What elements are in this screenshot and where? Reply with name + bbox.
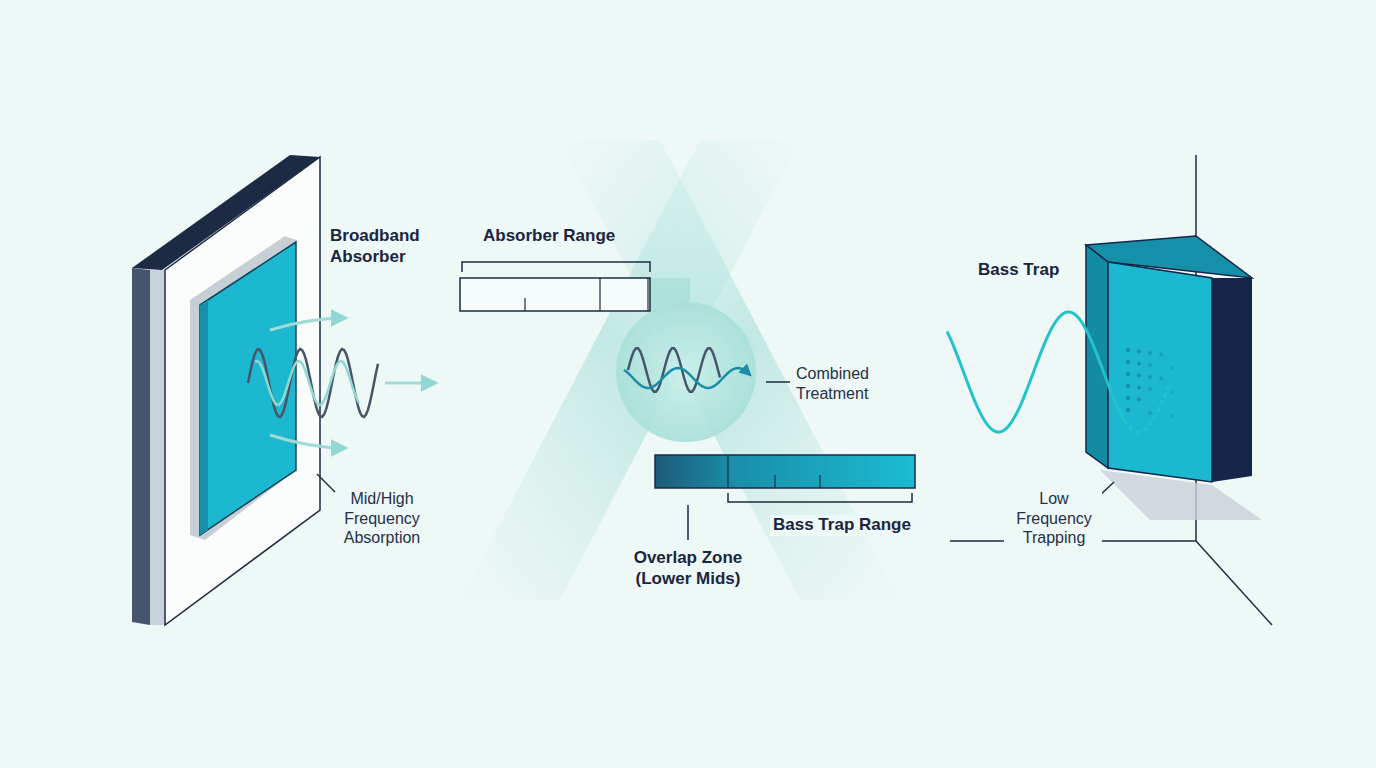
bass-trap <box>1148 351 1152 355</box>
absorber-panel <box>165 157 320 625</box>
bass-trap <box>1148 411 1152 415</box>
absorber-range-bar <box>460 262 690 311</box>
sound-waves <box>270 318 345 330</box>
bass-trap <box>1108 262 1212 482</box>
absorber-range-bar <box>524 298 525 311</box>
bass-range-bar <box>774 475 775 488</box>
bass-trap <box>1126 348 1174 418</box>
bass-trap <box>1126 384 1130 388</box>
bass-trap <box>947 312 1127 432</box>
absorber-panel <box>200 242 296 535</box>
bass-trap <box>1137 349 1141 353</box>
sound-waves <box>385 382 435 385</box>
bass-trap <box>1126 348 1130 352</box>
part-label: Broadband Absorber <box>330 226 440 267</box>
bass-range-bar <box>655 455 915 488</box>
bass-trap <box>1098 540 1196 542</box>
bass-trap <box>1137 373 1141 377</box>
bass-range-bar <box>727 455 728 488</box>
beams <box>460 140 800 600</box>
bass-range-bar <box>728 493 912 502</box>
bass-range-bar <box>819 475 820 488</box>
callout-label: Mid/High Frequency Absorption <box>322 489 442 548</box>
bass-trap <box>1126 360 1130 364</box>
bass-trap <box>1148 387 1152 391</box>
bass-trap <box>950 540 1004 542</box>
bass-trap <box>1170 390 1173 393</box>
bass-range-bar <box>655 455 915 540</box>
bass-trap <box>1159 377 1163 381</box>
bass-trap <box>1137 361 1141 365</box>
bass-trap <box>1137 385 1141 389</box>
absorber-range-bar <box>599 278 600 311</box>
leader-line <box>317 474 335 492</box>
sound-waves <box>248 318 435 448</box>
bass-trap <box>1148 363 1152 367</box>
bass-trap <box>1159 353 1163 357</box>
absorber-panel <box>190 236 296 540</box>
combined-circle <box>616 302 790 442</box>
sound-waves <box>270 435 345 448</box>
bass-range-bar <box>687 505 689 540</box>
absorber-panel <box>132 155 320 625</box>
bass-trap <box>1130 381 1170 432</box>
absorber-range-bar <box>462 262 650 272</box>
absorber-panel <box>132 268 150 625</box>
bass-trap <box>1126 408 1130 412</box>
bass-trap <box>1170 414 1173 417</box>
bass-trap <box>1126 396 1130 400</box>
bass-trap <box>1212 278 1252 482</box>
range-label: Bass Trap Range <box>770 515 914 536</box>
part-label: Bass Trap <box>978 260 1059 281</box>
sound-waves <box>255 361 359 405</box>
sound-waves <box>248 349 378 417</box>
bass-trap <box>947 155 1272 625</box>
bass-trap <box>1170 366 1173 369</box>
absorber-panel <box>200 300 208 535</box>
combined-circle <box>766 381 790 383</box>
absorber-range-bar <box>647 278 648 311</box>
callout-label: Combined Treatment <box>796 364 896 403</box>
bass-trap <box>1148 375 1152 379</box>
bass-trap <box>1126 372 1130 376</box>
bass-trap <box>1137 397 1141 401</box>
absorber-range-bar <box>460 278 650 311</box>
zone-label: Overlap Zone (Lower Mids) <box>620 548 756 589</box>
combined-circle <box>624 368 750 388</box>
bass-trap <box>1196 541 1272 625</box>
absorber-panel <box>150 270 165 625</box>
combined-circle <box>616 302 756 442</box>
callout-label: Low Frequency Trapping <box>1006 489 1102 548</box>
range-label: Absorber Range <box>483 226 615 247</box>
